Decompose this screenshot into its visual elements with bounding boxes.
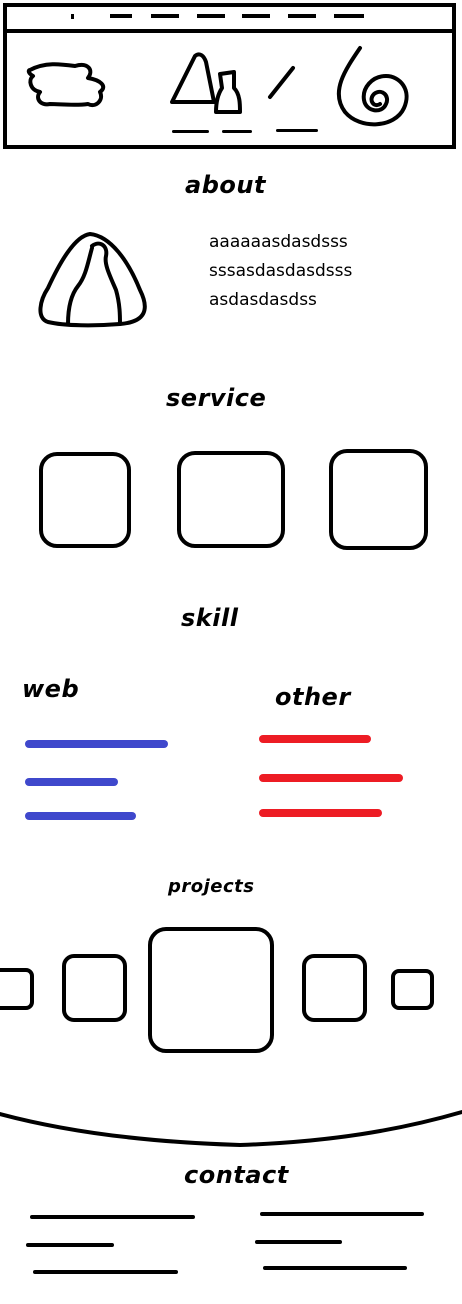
skill-web-bars xyxy=(25,738,175,828)
skill-web-bar xyxy=(25,812,136,820)
header xyxy=(0,0,462,155)
about-line-2: sssasdasdasdsss xyxy=(209,261,353,281)
service-card-1[interactable] xyxy=(39,452,131,548)
spiral-icon xyxy=(336,46,409,127)
nav-link-3[interactable] xyxy=(197,14,225,18)
skill-web-bar xyxy=(25,740,168,748)
about-line-1: aaaaaasdasdsss xyxy=(209,232,348,252)
hero-caption-dash-1 xyxy=(172,130,209,133)
hero-caption-dash-3 xyxy=(276,129,318,132)
skill-other-bar xyxy=(259,774,403,782)
service-card-3[interactable] xyxy=(329,449,428,550)
about-line-3: asdasdasdss xyxy=(209,290,317,310)
contact-line-left-1 xyxy=(30,1215,195,1219)
service-title: service xyxy=(166,384,267,412)
skill-title: skill xyxy=(181,604,239,632)
contact-line-right-1 xyxy=(260,1212,424,1216)
project-card-left[interactable] xyxy=(62,954,127,1022)
contact-title: contact xyxy=(184,1161,289,1189)
about-title: about xyxy=(185,171,266,199)
project-card-featured[interactable] xyxy=(148,927,274,1053)
nav-bar xyxy=(0,0,462,30)
skill-other-bars xyxy=(259,735,411,825)
header-frame xyxy=(3,3,456,149)
mountain-figure-icon xyxy=(170,52,242,114)
about-text: aaaaaasdasdsss sssasdasdasdsss asdasdasd… xyxy=(209,228,352,315)
service-card-2[interactable] xyxy=(177,451,285,548)
skill-other-bar xyxy=(259,809,382,817)
contact-line-right-2 xyxy=(255,1240,342,1244)
skill-other-label: other xyxy=(275,683,351,711)
project-card-far-right[interactable] xyxy=(391,969,434,1010)
nav-link-2[interactable] xyxy=(151,14,179,18)
nav-link-5[interactable] xyxy=(288,14,316,18)
projects-title: projects xyxy=(168,876,255,897)
project-card-right[interactable] xyxy=(302,954,367,1022)
nav-divider xyxy=(3,29,456,33)
nav-link-1[interactable] xyxy=(110,14,132,18)
skill-other-bar xyxy=(259,735,371,743)
contact-line-right-3 xyxy=(263,1266,407,1270)
skill-web-label: web xyxy=(22,675,80,703)
slash-mark-icon xyxy=(268,66,295,99)
nav-link-6[interactable] xyxy=(334,14,364,18)
contact-line-left-2 xyxy=(26,1243,114,1247)
nav-mark xyxy=(71,14,74,19)
hero-caption-dash-2 xyxy=(222,130,252,133)
cloud-scribble-icon xyxy=(26,62,106,107)
project-card-far-left[interactable] xyxy=(0,968,34,1010)
nav-link-4[interactable] xyxy=(242,14,270,18)
contact-line-left-3 xyxy=(33,1270,178,1274)
skill-web-bar xyxy=(25,778,118,786)
rock-sketch-icon xyxy=(38,232,147,328)
